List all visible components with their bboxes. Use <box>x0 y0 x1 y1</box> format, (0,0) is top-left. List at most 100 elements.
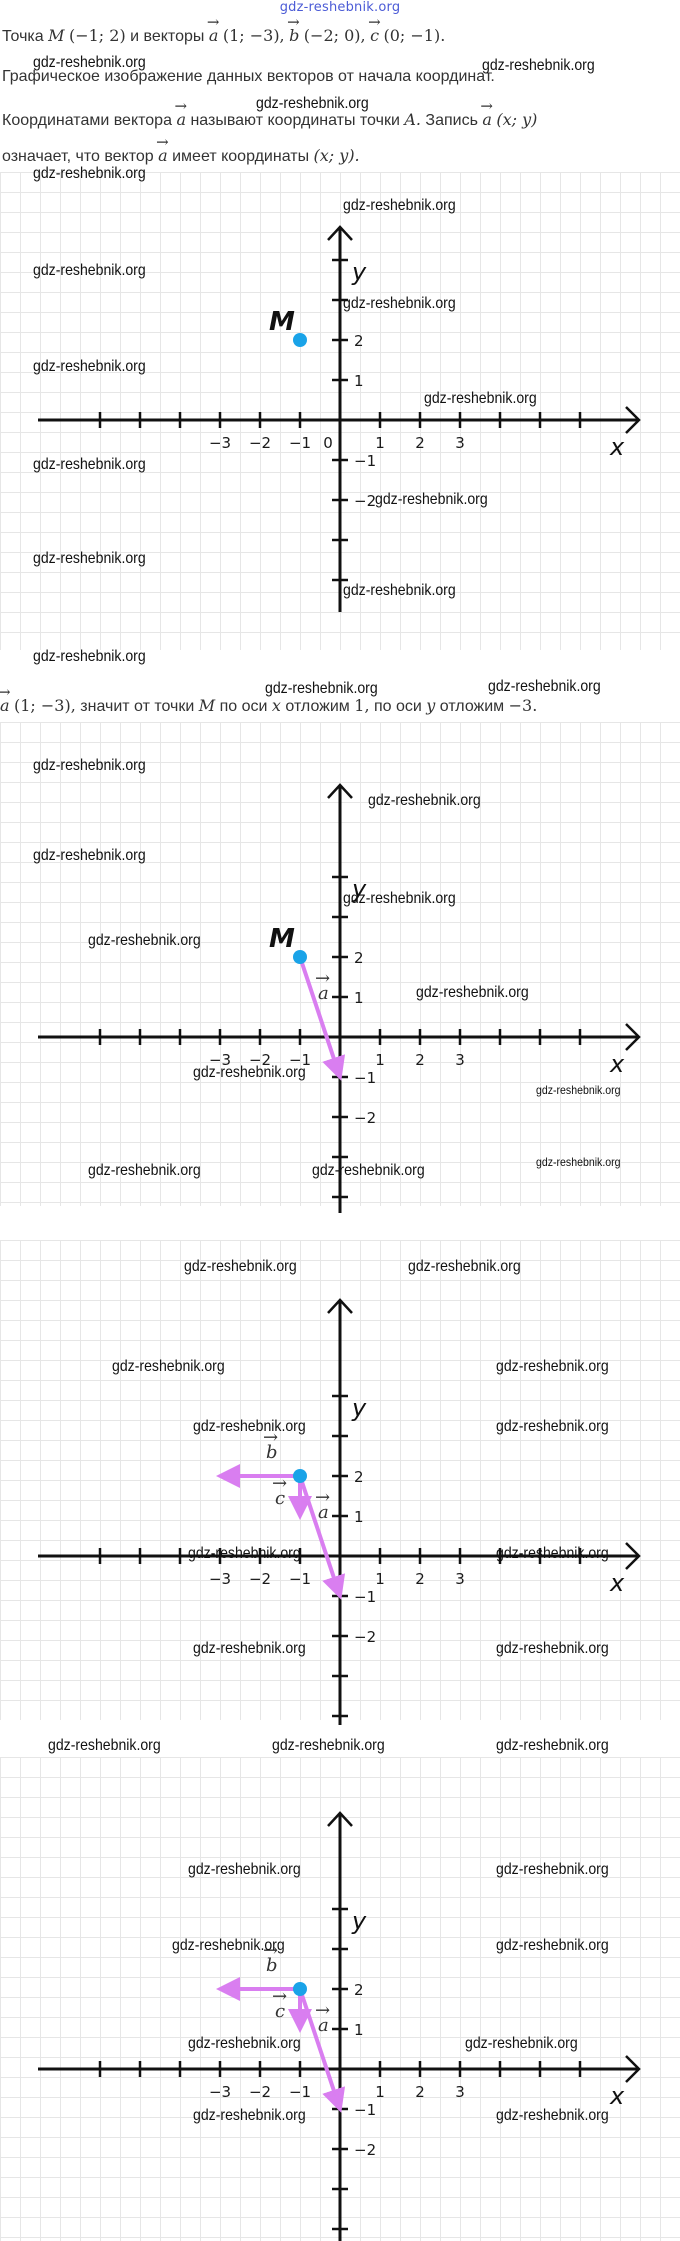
site-mark[interactable]: gdz-reshebnik.org <box>279 0 401 15</box>
point-coords: (−1; 2) <box>68 26 126 45</box>
x-tick-label: 1 <box>375 434 385 452</box>
x-axis-arrow-icon <box>625 1023 641 1051</box>
watermark-text: gdz-reshebnik.org <box>496 2107 609 2124</box>
vector-arrow-icon: → <box>315 968 330 989</box>
coords-notation: (x; y) <box>496 110 538 129</box>
x-tick-label: −2 <box>249 434 271 452</box>
watermark-text: gdz-reshebnik.org <box>188 1861 301 1878</box>
y-tick-label: −2 <box>354 1628 376 1646</box>
vector-a-symbol: a <box>207 13 219 45</box>
watermark-text: gdz-reshebnik.org <box>193 1418 306 1435</box>
x-tick-label: −1 <box>289 434 311 452</box>
text-fragment: называют координаты точки <box>190 112 400 129</box>
watermark-text: gdz-reshebnik.org <box>496 1545 609 1562</box>
watermark-text: gdz-reshebnik.org <box>496 1418 609 1435</box>
watermark-text: gdz-reshebnik.org <box>172 1937 285 1954</box>
y-tick-label: −1 <box>354 1588 376 1606</box>
x-tick-label: 2 <box>415 1051 425 1069</box>
watermark-text: gdz-reshebnik.org <box>193 2107 306 2124</box>
watermark-text: gdz-reshebnik.org <box>343 890 456 907</box>
vector-a-coords: (1; −3), <box>222 26 285 45</box>
watermark-text: gdz-reshebnik.org <box>265 680 378 697</box>
point-name: A. <box>404 110 421 129</box>
watermark-text: gdz-reshebnik.org <box>33 358 146 375</box>
x-tick-label: 2 <box>415 1570 425 1588</box>
y-tick-label: −2 <box>354 2141 376 2159</box>
value: −3. <box>508 696 538 715</box>
y-tick-label: −2 <box>354 492 376 510</box>
vector-b-symbol: b <box>287 13 300 45</box>
watermark-text: gdz-reshebnik.org <box>272 1737 385 1754</box>
x-axis-label: x <box>609 1050 625 1078</box>
text-fragment: и векторы <box>130 28 205 45</box>
point-label: M <box>269 924 295 954</box>
y-tick-label: 1 <box>354 989 364 1007</box>
x-axis-label: x <box>609 2082 625 2110</box>
x-tick-label: −1 <box>289 1051 311 1069</box>
watermark-text: gdz-reshebnik.org <box>188 2035 301 2052</box>
x-tick-label: −2 <box>249 1570 271 1588</box>
watermark-text: gdz-reshebnik.org <box>424 390 537 407</box>
x-tick-label: −1 <box>289 2083 311 2101</box>
x-tick-label: −2 <box>249 2083 271 2101</box>
y-axis-arrow-icon <box>327 1298 353 1314</box>
y-tick-label: 2 <box>354 1468 364 1486</box>
watermark-text: gdz-reshebnik.org <box>33 648 146 665</box>
point-M <box>293 1469 307 1483</box>
vector-arrow-icon: → <box>263 1427 278 1448</box>
vector-arrow-icon: → <box>263 1940 278 1961</box>
definition-line-2: означает, что вектор a имеет координаты … <box>2 133 360 166</box>
watermark-text: gdz-reshebnik.org <box>193 1064 306 1081</box>
y-axis-arrow-icon <box>327 225 353 241</box>
text-fragment: Точка <box>2 28 44 45</box>
x-tick-label: −3 <box>209 1570 231 1588</box>
vector-a-symbol: a <box>480 97 492 129</box>
axis-y-symbol: y <box>426 696 436 715</box>
y-tick-label: 2 <box>354 332 364 350</box>
watermark-text: gdz-reshebnik.org <box>33 847 146 864</box>
y-axis-label: y <box>351 1394 367 1422</box>
watermark-text: gdz-reshebnik.org <box>343 582 456 599</box>
text-fragment: Запись <box>425 112 478 129</box>
watermark-text: gdz-reshebnik.org <box>496 1861 609 1878</box>
coords-notation: (x; y). <box>313 146 360 165</box>
y-tick-label: 2 <box>354 949 364 967</box>
x-axis-arrow-icon <box>625 406 641 434</box>
x-tick-label: −3 <box>209 434 231 452</box>
axis-x-symbol: x <box>271 696 281 715</box>
point-name: M <box>48 26 65 45</box>
x-axis-arrow-icon <box>625 1542 641 1570</box>
watermark-text: gdz-reshebnik.org <box>33 54 146 71</box>
value: 1, <box>354 696 370 715</box>
y-axis-label: y <box>351 1907 367 1935</box>
point-M <box>293 950 307 964</box>
watermark-text: gdz-reshebnik.org <box>496 1937 609 1954</box>
watermark-text: gdz-reshebnik.org <box>312 1162 425 1179</box>
vector-c-symbol: c <box>368 13 381 45</box>
watermark-text: gdz-reshebnik.org <box>496 1737 609 1754</box>
text-fragment: значит от точки <box>80 698 195 715</box>
vector-b-label: b <box>266 1442 278 1463</box>
problem-statement: Точка M (−1; 2) и векторы a (1; −3), b (… <box>2 13 445 46</box>
vector-arrow-icon: → <box>315 2000 330 2021</box>
x-tick-label: −3 <box>209 2083 231 2101</box>
watermark-text: gdz-reshebnik.org <box>33 165 146 182</box>
y-tick-label: −1 <box>354 1069 376 1087</box>
vector-a <box>298 956 346 1081</box>
text-fragment: означает, что вектор <box>2 148 154 165</box>
vector-arrow-icon: → <box>272 1473 287 1494</box>
watermark-text: gdz-reshebnik.org <box>496 1358 609 1375</box>
x-tick-label: 3 <box>455 1570 465 1588</box>
watermark-text: gdz-reshebnik.org <box>536 1155 621 1169</box>
vector-a-label: a <box>318 1502 329 1523</box>
text-fragment: Координатами вектора <box>2 112 172 129</box>
y-axis-label: y <box>351 875 367 903</box>
vector-a-symbol: a <box>175 97 187 129</box>
watermark-text: gdz-reshebnik.org <box>536 1083 621 1097</box>
x-tick-label: 1 <box>375 1051 385 1069</box>
watermark-text: gdz-reshebnik.org <box>482 57 595 74</box>
x-tick-label: −1 <box>289 1570 311 1588</box>
